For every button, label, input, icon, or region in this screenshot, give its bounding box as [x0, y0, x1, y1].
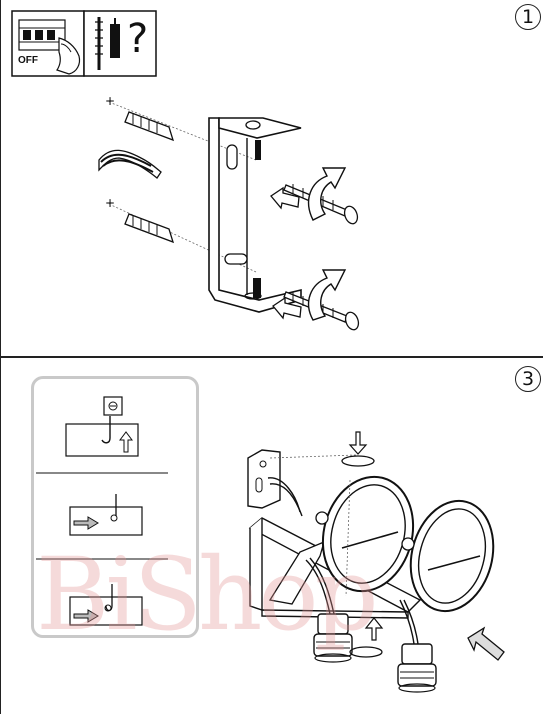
- ring-knob-left: [316, 512, 328, 524]
- watermark: BiShop: [36, 536, 375, 653]
- push-arrow-right-icon: [468, 628, 504, 660]
- bulb-socket-right: [398, 644, 436, 692]
- down-arrow-icon: [342, 432, 374, 466]
- ring-knob-right: [402, 538, 414, 550]
- inset-detail-1: [66, 397, 138, 456]
- inset-detail-2: [70, 494, 142, 535]
